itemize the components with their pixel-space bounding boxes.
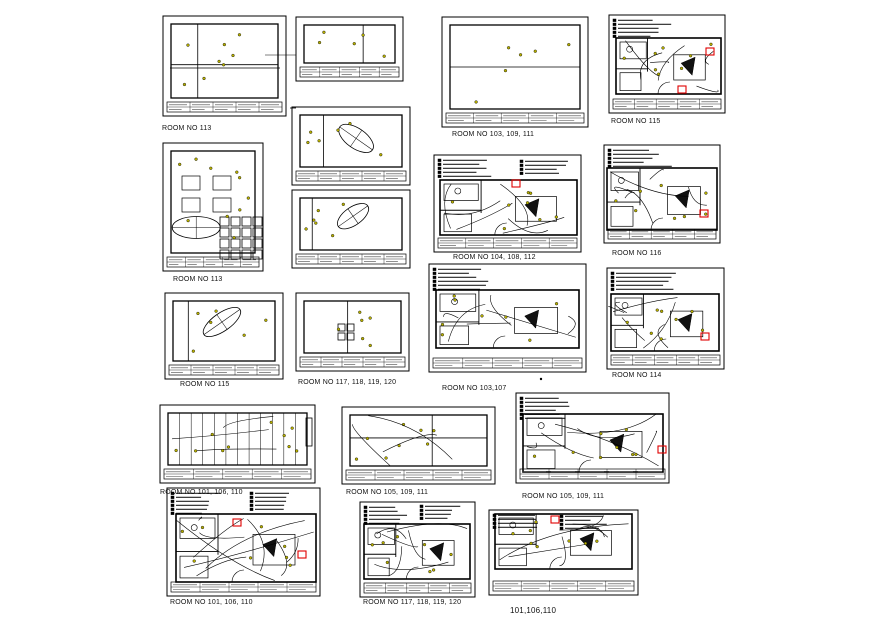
- caption-101-106-110: 101,106,110: [510, 606, 557, 615]
- caption-room-104-108-112: ROOM NO 104, 108, 112: [453, 254, 536, 261]
- drawing-room-113-tall: [162, 142, 264, 272]
- drawing-room-117-ceiling-b: [291, 189, 411, 269]
- drawing-room-115-ceiling: [164, 292, 284, 380]
- drawing-room-117-118-119-120-elec: [359, 501, 476, 598]
- caption-room-105-109-111-a: ROOM NO 105, 109, 111: [346, 489, 429, 496]
- caption-room-101-106-110-b: ROOM NO 101, 106, 110: [170, 599, 253, 606]
- caption-room-103-107: ROOM NO 103,107: [442, 385, 507, 392]
- drawing-room-105-109-111: [515, 392, 670, 484]
- caption-room-115-mid: ROOM NO 115: [180, 381, 230, 388]
- drawing-room-105-109-111-ceiling: [341, 406, 496, 485]
- drawing-room-117-120-ceiling: [295, 292, 410, 372]
- caption-room-103-109-111: ROOM NO 103, 109, 111: [452, 131, 535, 138]
- caption-room-116: ROOM NO 116: [612, 250, 662, 257]
- caption-room-113-top: ROOM NO 113: [162, 125, 212, 132]
- caption-room-114: ROOM NO 114: [612, 372, 662, 379]
- caption-room-117-120-mid: ROOM NO 117, 118, 119, 120: [298, 379, 397, 386]
- caption-room-105-109-111-b: ROOM NO 105, 109, 111: [522, 493, 605, 500]
- caption-room-113-left: ROOM NO 113: [173, 276, 223, 283]
- drawing-room-117-ceiling-a: [291, 106, 411, 186]
- drawing-room-103-109-111-long: [441, 16, 589, 128]
- drawing-small-strip-1: [295, 16, 404, 82]
- drawing-room-103-107: [428, 263, 587, 373]
- caption-room-115-top: ROOM NO 115: [611, 118, 661, 125]
- dot-marker: [539, 377, 543, 381]
- drawing-room-113-elevations: [162, 15, 287, 117]
- drawing-room-101-106-110-stair: [159, 404, 316, 484]
- drawing-room-101-106-110-elec: [166, 487, 321, 597]
- drawing-room-104-108-112: [433, 154, 582, 253]
- drawing-101-106-110: [488, 509, 639, 596]
- caption-room-101-106-110-a: ROOM NO 101, 106, 110: [160, 489, 243, 496]
- caption-room-117-120-bottom: ROOM NO 117, 118, 119, 120: [363, 599, 462, 606]
- drawing-room-116: [603, 144, 721, 244]
- drawing-room-115-top: [608, 14, 726, 114]
- drawing-room-114: [606, 267, 725, 370]
